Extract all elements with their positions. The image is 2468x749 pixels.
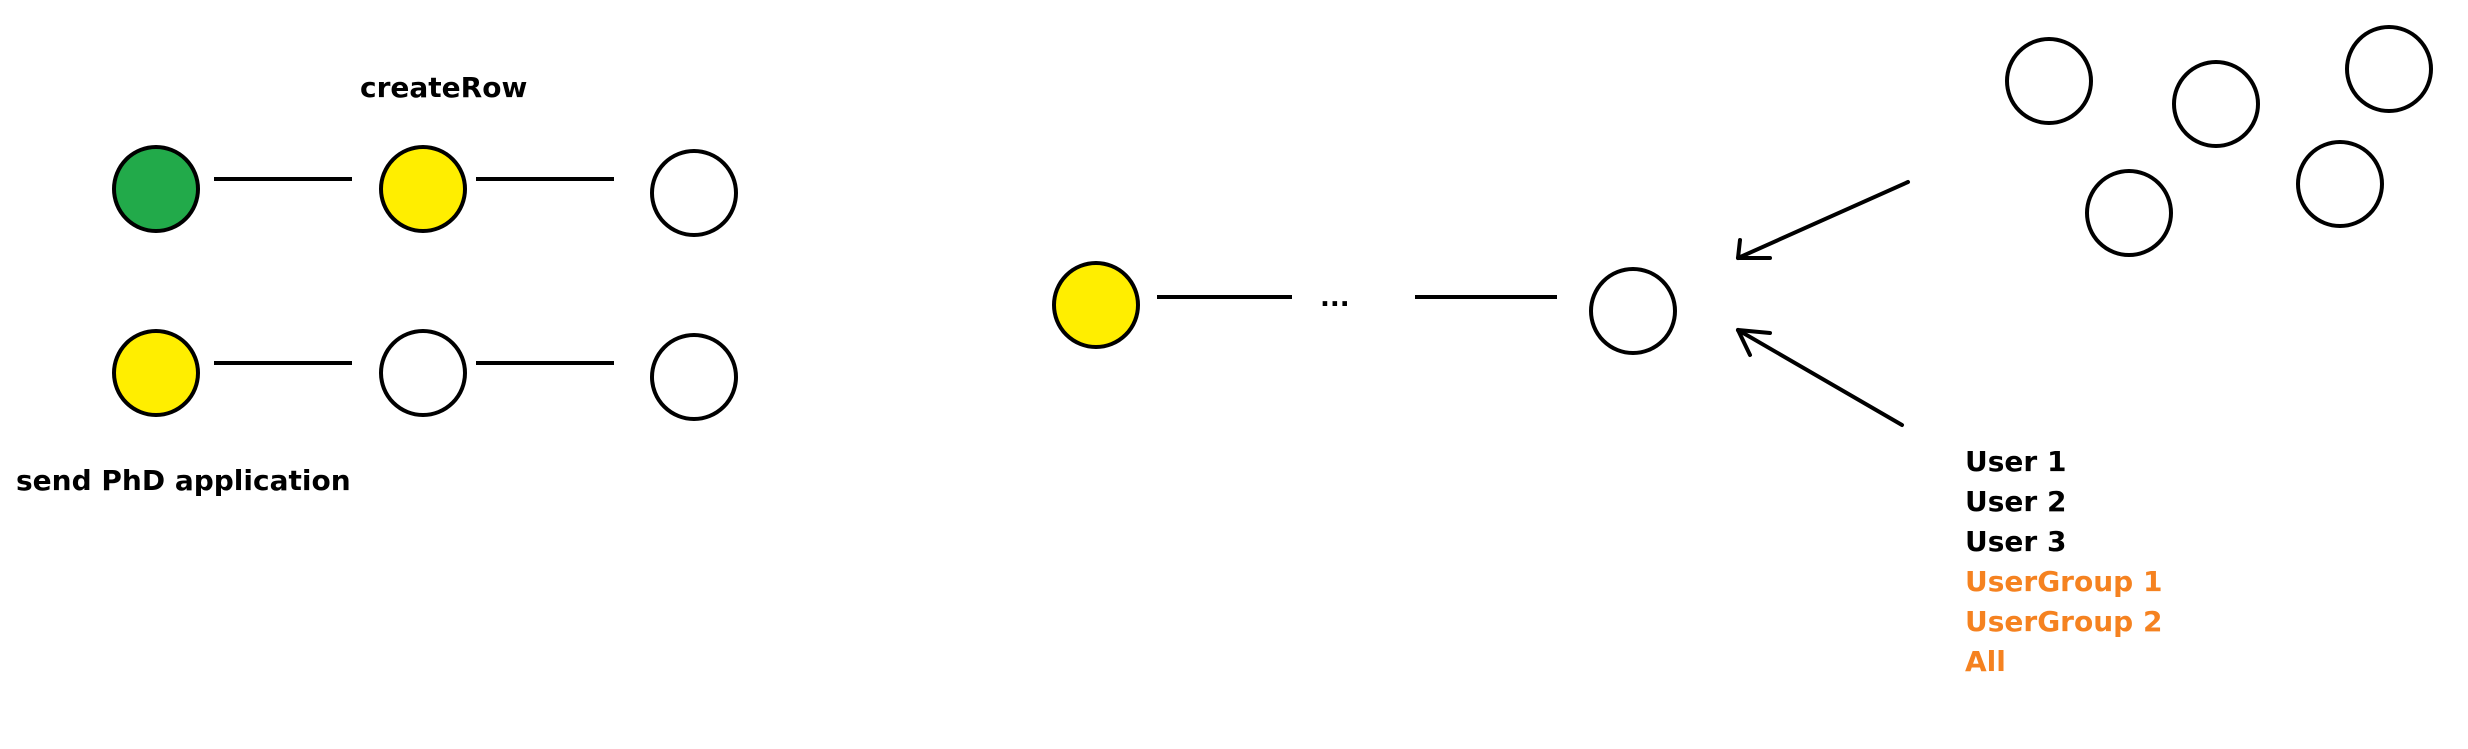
- row2-node-empty-1: [379, 329, 467, 417]
- bottom-label: send PhD application: [16, 464, 351, 497]
- assignee-all: All: [1965, 645, 2006, 678]
- top-label: createRow: [360, 71, 528, 104]
- row1-node-green: [112, 145, 200, 233]
- middle-node-yellow: [1052, 261, 1140, 349]
- assignee-list: User 1 User 2 User 3 UserGroup 1 UserGro…: [1965, 442, 2162, 682]
- row2-node-yellow: [112, 329, 200, 417]
- assignee-usergroup-1: UserGroup 1: [1965, 565, 2163, 598]
- cluster-node-3: [2345, 25, 2433, 113]
- middle-node-target: [1589, 267, 1677, 355]
- cluster-node-5: [2296, 140, 2384, 228]
- assignee-usergroup-2: UserGroup 2: [1965, 605, 2163, 638]
- assignee-user-1: User 1: [1965, 445, 2067, 478]
- row1-node-empty: [650, 149, 738, 237]
- cluster-node-4: [2085, 169, 2173, 257]
- middle-ellipsis: ...: [1320, 283, 1350, 313]
- arrow-from-cluster: [1736, 180, 1910, 260]
- assignee-user-2: User 2: [1965, 485, 2067, 518]
- cluster-node-2: [2172, 60, 2260, 148]
- row2-node-empty-2: [650, 333, 738, 421]
- arrow-from-assignees: [1736, 328, 1904, 427]
- cluster-node-1: [2005, 37, 2093, 125]
- assignee-user-3: User 3: [1965, 525, 2067, 558]
- row1-node-yellow: [379, 145, 467, 233]
